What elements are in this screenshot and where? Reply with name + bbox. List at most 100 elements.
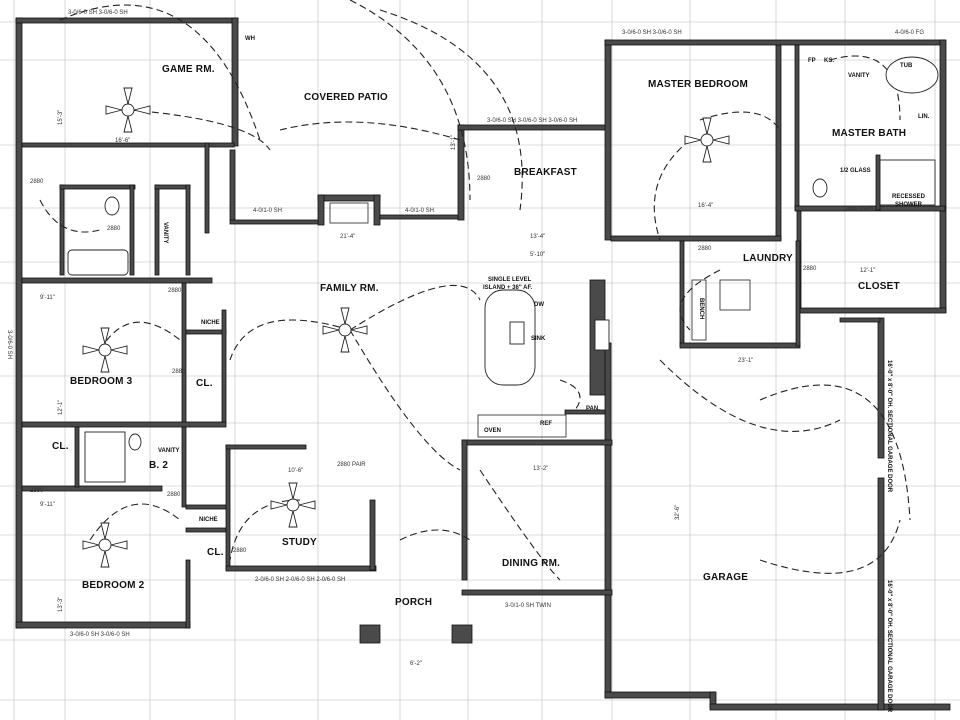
- bathtub-icon: [67, 249, 129, 276]
- dimension: 16'-6": [115, 138, 130, 144]
- recessed-label: RECESSED: [892, 194, 926, 200]
- washer-icon: [719, 279, 751, 311]
- room-label-family: FAMILY RM.: [320, 283, 379, 294]
- island-label: SINGLE LEVEL: [488, 277, 532, 283]
- shower-icon: [879, 159, 936, 206]
- window-callout: 3-0/6-0 SH 3-0/6-0 SH: [68, 10, 128, 16]
- fan-icon: [82, 327, 128, 373]
- room-label-cl-c: CL.: [207, 547, 224, 558]
- fan-icon: [322, 307, 368, 353]
- room-labels: GAME RM. COVERED PATIO MASTER BEDROOM MA…: [52, 64, 906, 608]
- room-label-cl-a: CL.: [196, 378, 213, 389]
- room-label-garage: GARAGE: [703, 572, 748, 583]
- door-callout: 2880: [698, 246, 712, 252]
- window-callout: 3-0/6-0 SH: [6, 330, 12, 359]
- walls: [15, 17, 951, 711]
- vanity-label: VANITY: [848, 73, 870, 79]
- vanity-label: VANITY: [162, 222, 168, 244]
- bench-label: BENCH: [698, 298, 704, 319]
- ceiling-fans: [82, 87, 730, 568]
- ks-label: KS.: [824, 58, 834, 64]
- door-callout: 2880: [107, 226, 121, 232]
- garage-door-label: 16'-0" x 8'-0" OH. SECTIONAL GARAGE DOOR: [886, 360, 892, 493]
- dimension: 23'-1": [738, 358, 753, 364]
- vanity-label: VANITY: [158, 448, 180, 454]
- dw-label: DW: [534, 302, 544, 308]
- dimension: 6'-2": [410, 661, 422, 667]
- dimension: 16'-4": [698, 203, 713, 209]
- dimension: 13'-4": [530, 234, 545, 240]
- sink-label: SINK: [531, 336, 546, 342]
- door-callout: 2880: [233, 548, 247, 554]
- dimension: 12'-1": [860, 268, 875, 274]
- dimension-labels: 3-0/6-0 SH 3-0/6-0 SH 3-0/6-0 SH 3-0/6-0…: [6, 10, 924, 667]
- wh-label: WH: [245, 36, 255, 42]
- room-label-study: STUDY: [282, 537, 317, 548]
- room-label-pantry: PAN.: [586, 406, 600, 412]
- fireplace-icon: [329, 202, 369, 224]
- room-label-bedroom2: BEDROOM 2: [82, 580, 145, 591]
- dimension: 15'-3": [58, 110, 64, 125]
- fan-icon: [105, 87, 151, 133]
- fp-label: FP: [808, 58, 816, 64]
- door-callout: 2880: [803, 266, 817, 272]
- window-callout: 4-0/1-0 SH: [253, 208, 282, 214]
- shower-icon: [84, 431, 126, 483]
- lin-label: LIN.: [918, 114, 930, 120]
- fixture-labels: NICHE NICHE SINGLE LEVEL ISLAND + 36" AF…: [158, 36, 930, 713]
- door-callout: 2880: [30, 488, 44, 494]
- window-callout: 2-0/6-0 SH 2-0/6-0 SH 2-0/6-0 SH: [255, 577, 345, 583]
- dimension: 12'-1": [58, 400, 64, 415]
- oven-label: OVEN: [484, 428, 501, 434]
- cabinet-run: [477, 414, 567, 438]
- garage-door-label: 16'-0" x 8'-0" OH. SECTIONAL GARAGE DOOR: [886, 580, 892, 713]
- sink-icon: [509, 321, 525, 345]
- dimension: 13'-3": [58, 597, 64, 612]
- niche-label: NICHE: [201, 320, 220, 326]
- door-callout: 2880: [167, 492, 181, 498]
- toilet-icon: [128, 433, 142, 451]
- room-label-bath2: B. 2: [149, 460, 168, 471]
- window-callout: 4-0/6-0 FG: [895, 30, 924, 36]
- fan-icon: [270, 482, 316, 528]
- shower-label: SHOWER: [895, 202, 923, 208]
- window-callout: 4-0/1-0 SH: [405, 208, 434, 214]
- door-callout: 2880: [172, 369, 186, 375]
- ref-label: REF: [540, 421, 552, 427]
- toilet-icon: [812, 178, 828, 198]
- dimension: 9'-11": [40, 502, 55, 508]
- fan-icon: [684, 117, 730, 163]
- dimension: 5'-10": [530, 252, 545, 258]
- room-label-dining: DINING RM.: [502, 558, 560, 569]
- electrical-wiring: [39, 0, 911, 581]
- range-icon: [594, 319, 610, 351]
- window-callout: 3-0/6-0 SH 3-0/6-0 SH: [622, 30, 682, 36]
- fixtures: [67, 56, 939, 483]
- tub-icon: [885, 56, 939, 94]
- dimension: 32'-6": [675, 505, 681, 520]
- room-label-master-bath: MASTER BATH: [832, 128, 906, 139]
- dimension: 21'-4": [340, 234, 355, 240]
- dimension: 13'-2": [533, 466, 548, 472]
- room-label-cl-b: CL.: [52, 441, 69, 452]
- tub-label: TUB: [900, 63, 913, 69]
- dimension: 10'-6": [288, 468, 303, 474]
- window-callout: 3-0/1-0 SH TWIN: [505, 603, 551, 609]
- bench-icon: [691, 279, 707, 341]
- room-label-game: GAME RM.: [162, 64, 215, 75]
- room-label-porch: PORCH: [395, 597, 432, 608]
- room-label-patio: COVERED PATIO: [304, 92, 388, 103]
- window-callout: 3-0/6-0 SH 3-0/6-0 SH: [70, 632, 130, 638]
- door-callout: 2880: [168, 288, 182, 294]
- door-callout: 1680 PAIR: [845, 206, 874, 212]
- door-callout: 2880: [477, 176, 491, 182]
- room-label-bedroom3: BEDROOM 3: [70, 376, 133, 387]
- dimension: 13'-1": [451, 135, 457, 150]
- door-callout: 2880 PAIR: [337, 462, 366, 468]
- room-label-master-bed: MASTER BEDROOM: [648, 79, 748, 90]
- toilet-icon: [104, 196, 120, 216]
- dimension: 9'-11": [40, 295, 55, 301]
- room-label-laundry: LAUNDRY: [743, 253, 793, 264]
- island-label: ISLAND + 36" AF.: [483, 285, 532, 291]
